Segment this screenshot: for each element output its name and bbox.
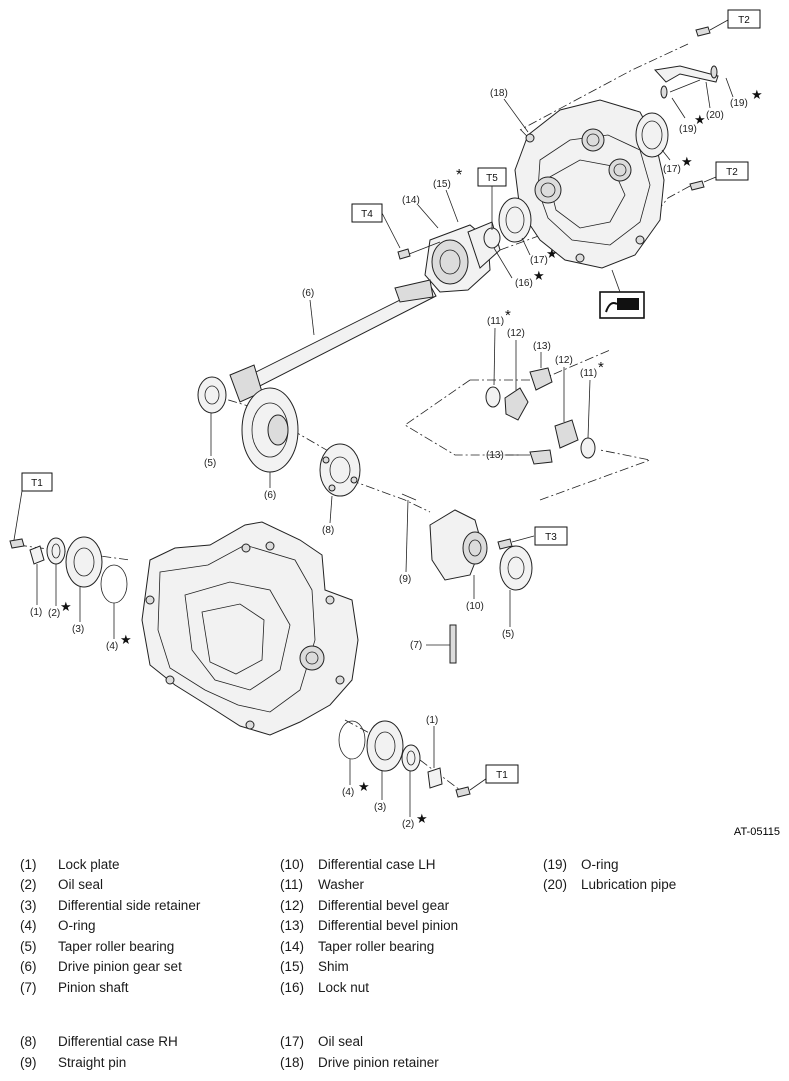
callout-6-a: (6) <box>302 288 314 299</box>
torque-tag-t4: T4 <box>351 203 401 249</box>
torque-tag-t2-mid: T2 <box>715 161 749 181</box>
transmission-case <box>141 521 359 736</box>
svg-text:T4: T4 <box>361 209 373 220</box>
svg-text:*: * <box>456 167 462 184</box>
svg-text:★: ★ <box>694 112 706 127</box>
left-retainer-set <box>9 536 128 604</box>
oil-seal-17-lower <box>498 197 532 243</box>
svg-text:★: ★ <box>120 632 132 647</box>
torque-tag-t5: T5 <box>477 167 507 230</box>
parts-legend: (1)Lock plate (2)Oil seal (3)Differentia… <box>20 857 677 1070</box>
taper-roller-bearing-14 <box>424 221 501 293</box>
svg-text:★: ★ <box>416 811 428 826</box>
differential-case-lh <box>429 509 488 581</box>
callout-17-a: (17) <box>663 164 681 175</box>
callout-17-b: (17) <box>530 255 548 266</box>
callout-2-b: (2) <box>402 819 414 830</box>
callout-4-a: (4) <box>106 641 118 652</box>
callout-5-b: (5) <box>502 629 514 640</box>
straight-pin <box>401 493 417 501</box>
differential-case-rh <box>319 443 361 497</box>
taper-roller-bearing-5-left <box>197 376 227 414</box>
exploded-view-diagram: T2 T2 T5 T4 T1 T3 T1 (18) (19) ★ (20) (1… <box>9 9 780 838</box>
svg-text:T2: T2 <box>726 167 738 178</box>
callout-15: (15) <box>433 179 451 190</box>
differential-gears <box>485 367 596 465</box>
callout-20: (20) <box>706 110 724 121</box>
svg-text:T1: T1 <box>31 478 43 489</box>
callout-9: (9) <box>399 574 411 585</box>
svg-text:T3: T3 <box>545 532 557 543</box>
callout-18: (18) <box>490 88 508 99</box>
callout-6-b: (6) <box>264 490 276 501</box>
callout-7: (7) <box>410 640 422 651</box>
oil-seal-17-upper <box>635 112 669 158</box>
callout-11-b: (11) <box>580 368 597 379</box>
svg-text:T5: T5 <box>486 173 498 184</box>
callout-14: (14) <box>402 195 420 206</box>
callout-13-b: (13) <box>486 450 504 461</box>
taper-roller-bearing-5-right <box>499 545 533 591</box>
ring-gear <box>241 387 299 473</box>
right-retainer-set <box>338 720 491 798</box>
callout-1-a: (1) <box>30 607 42 618</box>
callout-19-b: (19) <box>679 124 697 135</box>
drive-pinion-shaft <box>229 279 437 403</box>
figure-code: AT-05115 <box>734 826 780 838</box>
svg-text:★: ★ <box>533 268 545 283</box>
callout-12-b: (12) <box>555 355 573 366</box>
callout-2-a: (2) <box>48 608 60 619</box>
svg-text:T1: T1 <box>496 770 508 781</box>
svg-text:T2: T2 <box>738 15 750 26</box>
callout-5-a: (5) <box>204 458 216 469</box>
callout-3-a: (3) <box>72 624 84 635</box>
callout-3-b: (3) <box>374 802 386 813</box>
svg-text:★: ★ <box>546 246 558 261</box>
callout-8: (8) <box>322 525 334 536</box>
torque-tag-t1-right: T1 <box>485 764 519 784</box>
pinion-shaft <box>449 624 457 664</box>
callout-12-a: (12) <box>507 328 525 339</box>
sealant-icon <box>599 269 645 319</box>
callout-4-b: (4) <box>342 787 354 798</box>
svg-text:★: ★ <box>60 599 72 614</box>
svg-text:★: ★ <box>681 154 693 169</box>
callout-1-b: (1) <box>426 715 438 726</box>
svg-text:*: * <box>598 359 604 376</box>
callout-10: (10) <box>466 601 484 612</box>
torque-tag-t3: T3 <box>534 526 568 546</box>
callout-13-a: (13) <box>533 341 551 352</box>
svg-text:*: * <box>505 307 511 324</box>
torque-tag-t1-left: T1 <box>13 472 53 541</box>
lock-nut-16 <box>483 227 501 249</box>
lubrication-pipe <box>654 65 734 119</box>
callout-labels: (18) (19) ★ (20) (19) ★ (17) ★ (15) * (1… <box>30 87 763 830</box>
callout-16: (16) <box>515 278 533 289</box>
drive-pinion-retainer <box>514 99 665 269</box>
callout-11-a: (11) <box>487 316 504 327</box>
svg-text:★: ★ <box>358 779 370 794</box>
callout-19-a: (19) <box>730 98 748 109</box>
torque-tag-t2-top: T2 <box>727 9 761 29</box>
svg-text:★: ★ <box>751 87 763 102</box>
